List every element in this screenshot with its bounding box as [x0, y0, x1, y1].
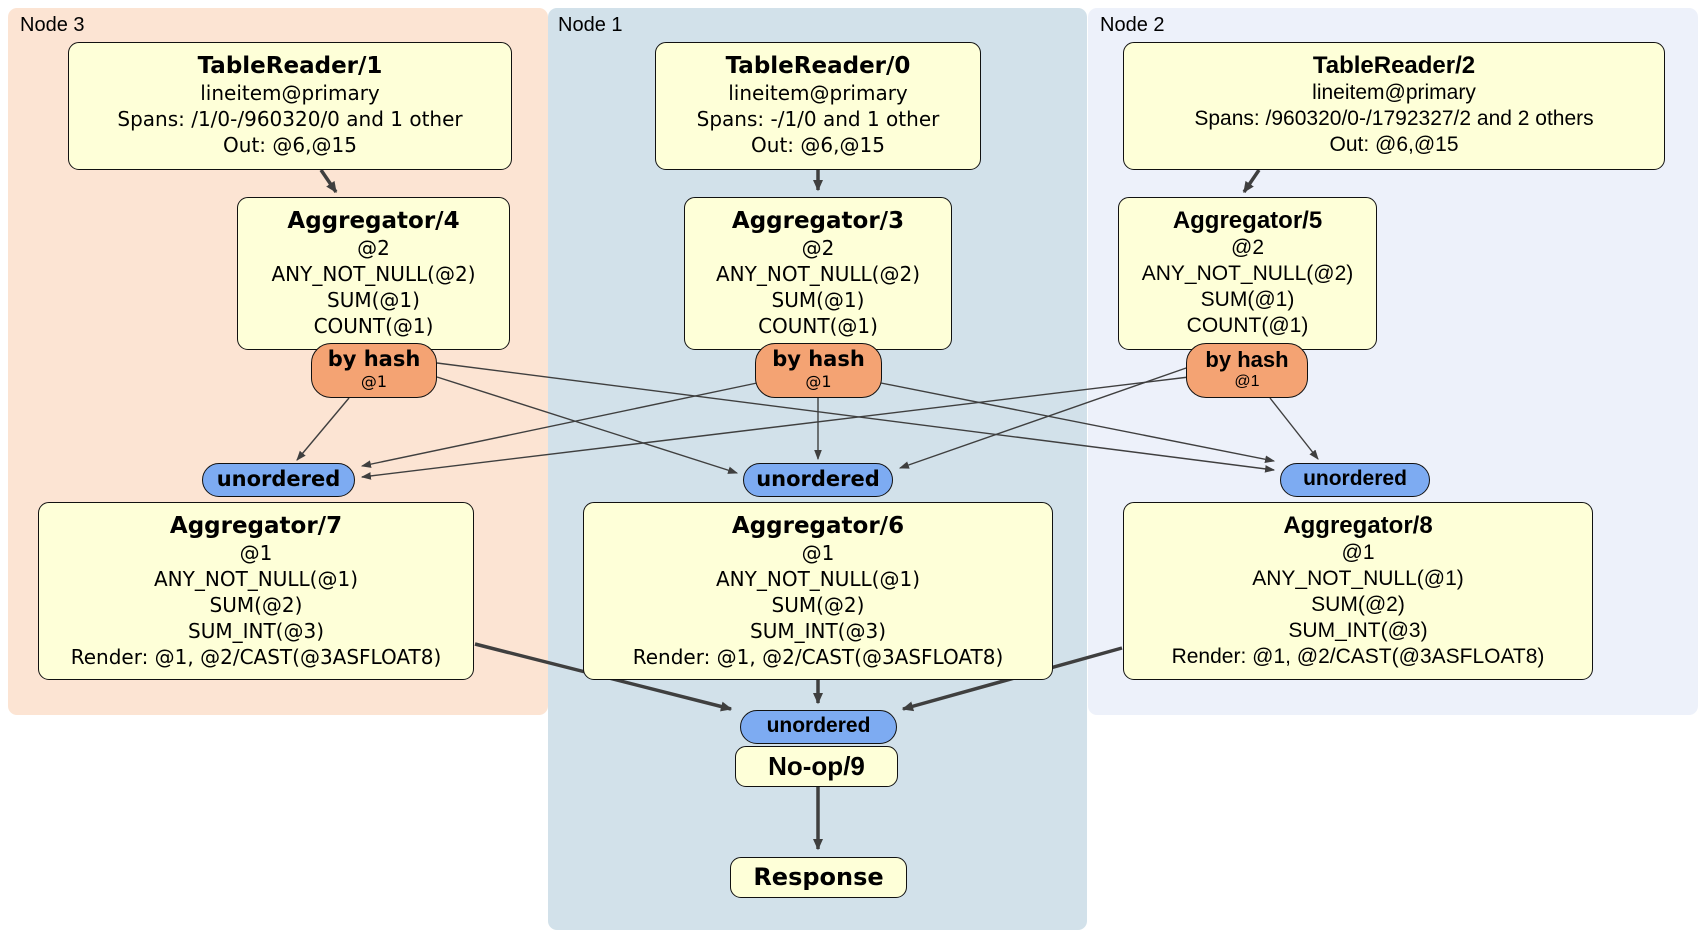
router-label: by hash	[772, 347, 865, 371]
edge-hashA-unorderedA	[296, 397, 350, 461]
box-line: Out: @6,@15	[1329, 133, 1459, 156]
box-line: Spans: -/1/0 and 1 other	[696, 107, 940, 131]
box-line: SUM_INT(@3)	[1288, 619, 1428, 642]
box-line: ANY_NOT_NULL(@2)	[716, 262, 920, 286]
processor-title: Aggregator/7	[169, 513, 343, 539]
processor-title: TableReader/1	[197, 53, 383, 79]
edge-hashC-unorderedA	[360, 376, 1190, 480]
edge-hashA-unorderedC	[436, 362, 1276, 473]
box-line: @2	[801, 236, 835, 260]
box-line: Render: @1, @2/CAST(@3ASFLOAT8)	[1171, 645, 1545, 668]
processor-title: TableReader/2	[1312, 52, 1476, 79]
edge-hashC-unorderedB	[898, 366, 1190, 469]
region-label-node-1: Node 1	[558, 14, 623, 36]
box-line: Out: @6,@15	[751, 133, 885, 157]
box-line: @1	[1341, 541, 1375, 564]
box-line: SUM(@2)	[1311, 593, 1405, 616]
processor-title: Response	[753, 863, 884, 891]
router-by-hash-node2: by hash @1	[1186, 343, 1308, 398]
edge-tr2-agg5	[1242, 169, 1261, 194]
box-line: lineitem@primary	[728, 81, 908, 105]
processor-noop-9: No-op/9	[735, 746, 898, 787]
box-line: Render: @1, @2/CAST(@3ASFLOAT8)	[632, 645, 1004, 669]
region-label-node-2: Node 2	[1100, 14, 1165, 36]
stream-unordered-final: unordered	[740, 710, 897, 744]
region-label-node-3: Node 3	[20, 14, 85, 36]
box-line: ANY_NOT_NULL(@2)	[1141, 262, 1354, 285]
box-line: SUM(@1)	[771, 288, 865, 312]
box-line: COUNT(@1)	[313, 314, 434, 338]
router-detail: @1	[360, 372, 388, 391]
box-line: SUM(@1)	[327, 288, 420, 312]
box-line: COUNT(@1)	[758, 314, 878, 338]
processor-title: Aggregator/6	[731, 513, 905, 539]
processor-title: Aggregator/5	[1172, 207, 1323, 234]
router-by-hash-node1: by hash @1	[755, 343, 882, 398]
router-detail: @1	[1234, 373, 1260, 390]
box-line: Spans: /1/0-/960320/0 and 1 other	[117, 107, 463, 131]
router-label: by hash	[1205, 347, 1289, 372]
box-line: @1	[239, 541, 273, 565]
edge-hashB-unorderedA	[360, 382, 758, 468]
box-line: COUNT(@1)	[1186, 314, 1309, 337]
processor-title: Aggregator/4	[287, 208, 460, 234]
processor-title: Aggregator/8	[1283, 512, 1433, 539]
box-line: Spans: /960320/0-/1792327/2 and 2 others	[1194, 107, 1594, 130]
stream-unordered-node1: unordered	[743, 463, 893, 497]
edge-hashC-unorderedC	[1269, 397, 1319, 460]
processor-title: No-op/9	[768, 751, 865, 781]
edge-hashB-unorderedC	[880, 382, 1276, 463]
box-line: Out: @6,@15	[223, 133, 357, 157]
box-line: SUM(@2)	[771, 593, 865, 617]
box-line: @2	[357, 236, 390, 260]
processor-response: Response	[730, 857, 907, 898]
box-line: @1	[801, 541, 835, 565]
edge-hashA-unorderedB	[436, 376, 739, 474]
box-line: ANY_NOT_NULL(@1)	[1252, 567, 1464, 590]
stream-unordered-node3: unordered	[202, 463, 355, 497]
box-line: lineitem@primary	[1312, 81, 1476, 104]
box-line: lineitem@primary	[200, 81, 380, 105]
stream-unordered-node2: unordered	[1280, 463, 1430, 497]
box-line: SUM(@1)	[1200, 288, 1295, 311]
processor-title: TableReader/0	[725, 53, 911, 79]
edge-tr1-agg4	[319, 169, 338, 194]
box-line: Render: @1, @2/CAST(@3ASFLOAT8)	[70, 645, 442, 669]
router-label: by hash	[327, 347, 421, 371]
box-line: SUM_INT(@3)	[188, 619, 324, 643]
router-detail: @1	[805, 372, 832, 391]
box-line: ANY_NOT_NULL(@1)	[154, 567, 358, 591]
box-line: SUM_INT(@3)	[750, 619, 886, 643]
box-line: ANY_NOT_NULL(@2)	[271, 262, 476, 286]
box-line: SUM(@2)	[209, 593, 303, 617]
processor-title: Aggregator/3	[731, 208, 905, 234]
box-line: @2	[1231, 236, 1264, 259]
router-by-hash-node3: by hash @1	[311, 343, 437, 398]
box-line: ANY_NOT_NULL(@1)	[716, 567, 920, 591]
